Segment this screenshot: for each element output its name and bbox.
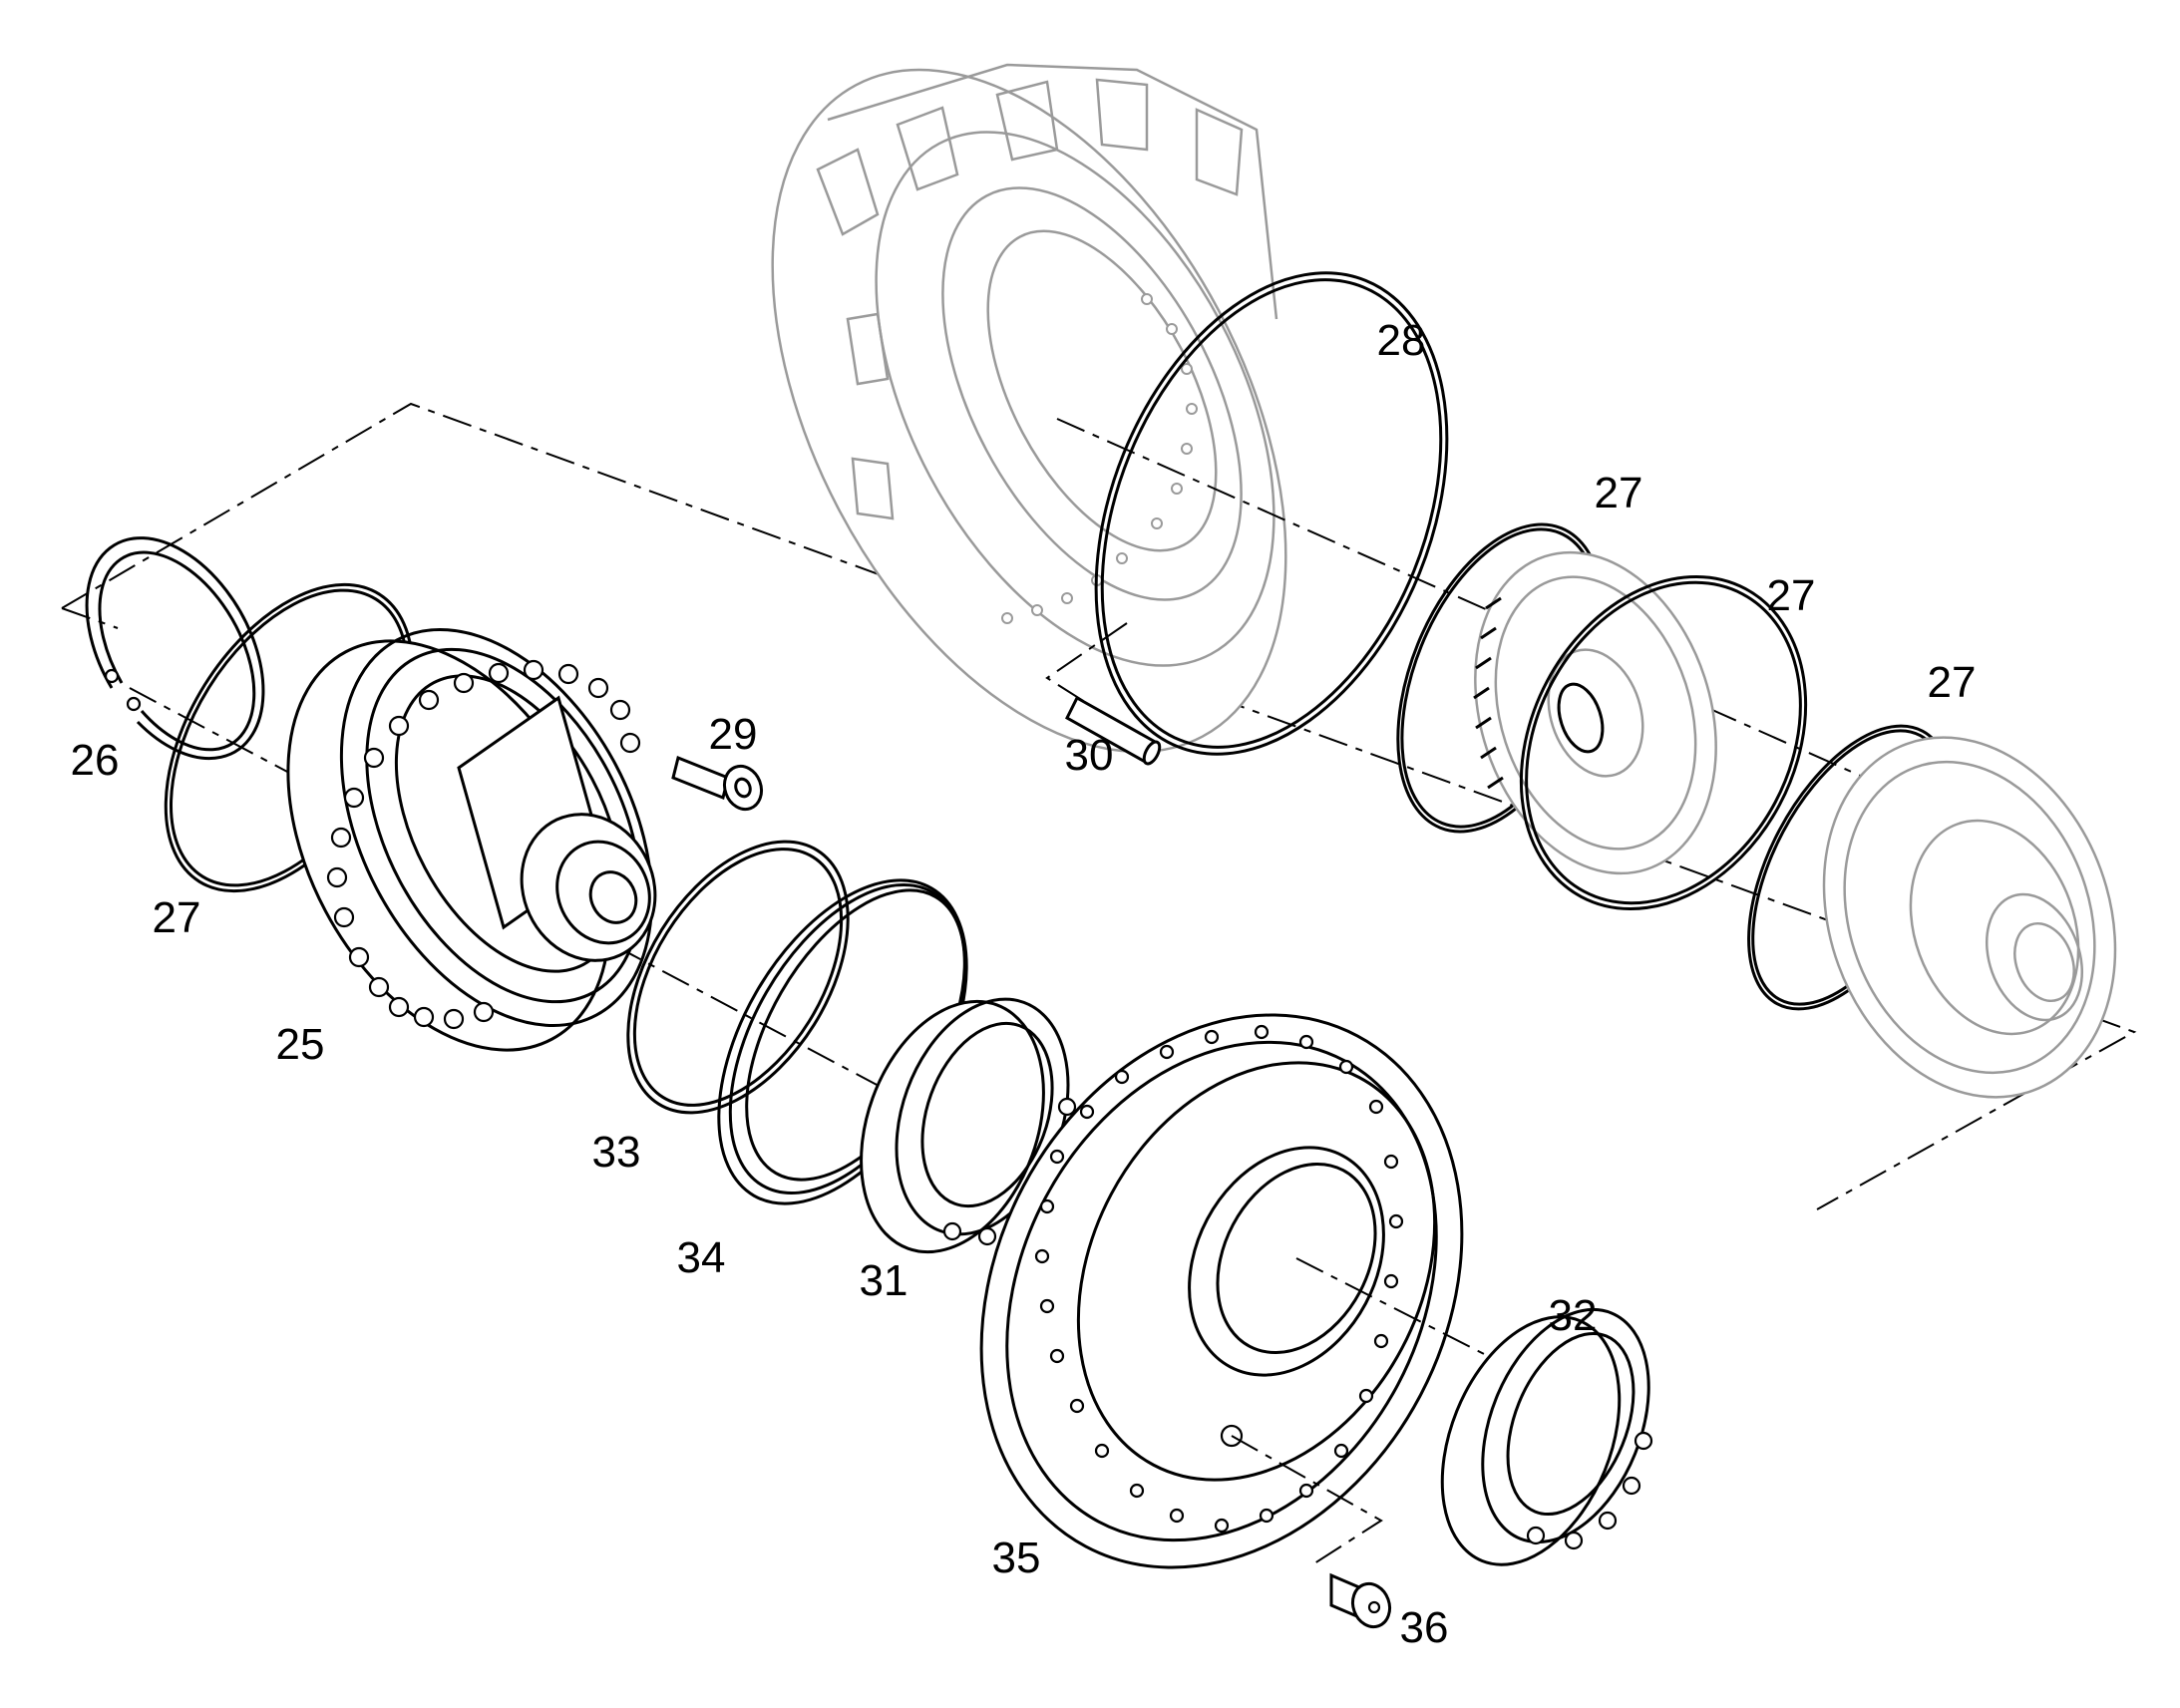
planet-carrier-ghost — [1473, 550, 1717, 875]
hub-25 — [286, 628, 657, 1052]
disc-bolt-circle — [1034, 1024, 1404, 1534]
callout-27-middle: 27 — [1766, 571, 1816, 620]
callout-31: 31 — [859, 1256, 908, 1305]
callout-35: 35 — [991, 1534, 1041, 1582]
assembly-boundary — [61, 402, 2137, 1210]
callout-34: 34 — [676, 1233, 726, 1282]
housing-ghost — [771, 63, 1287, 754]
callout-32: 32 — [1548, 1291, 1598, 1340]
callout-27-left: 27 — [152, 893, 201, 942]
gear-assembly-ghost — [1822, 736, 2117, 1099]
callout-27-top: 27 — [1594, 469, 1643, 517]
bolt-29 — [671, 755, 764, 812]
disc-35 — [979, 1013, 1464, 1569]
bearing-32 — [1440, 1307, 1653, 1566]
callout-27-right: 27 — [1927, 658, 1977, 707]
callout-29: 29 — [708, 710, 758, 759]
callout-36: 36 — [1399, 1603, 1449, 1652]
snap-ring-26 — [85, 536, 265, 761]
plug-axis — [1231, 1435, 1383, 1566]
callout-25: 25 — [275, 1020, 325, 1069]
hub-bolt-circle — [326, 659, 641, 1030]
o-ring-27-middle — [1519, 575, 1808, 910]
callout-30: 30 — [1064, 731, 1114, 780]
callout-33: 33 — [591, 1128, 641, 1177]
callout-26: 26 — [70, 736, 120, 785]
o-ring-28 — [1094, 271, 1449, 756]
plug-36 — [1329, 1572, 1392, 1629]
pin-30 — [1065, 695, 1162, 766]
seal-ring-33 — [626, 840, 850, 1115]
callout-28: 28 — [1376, 316, 1426, 365]
